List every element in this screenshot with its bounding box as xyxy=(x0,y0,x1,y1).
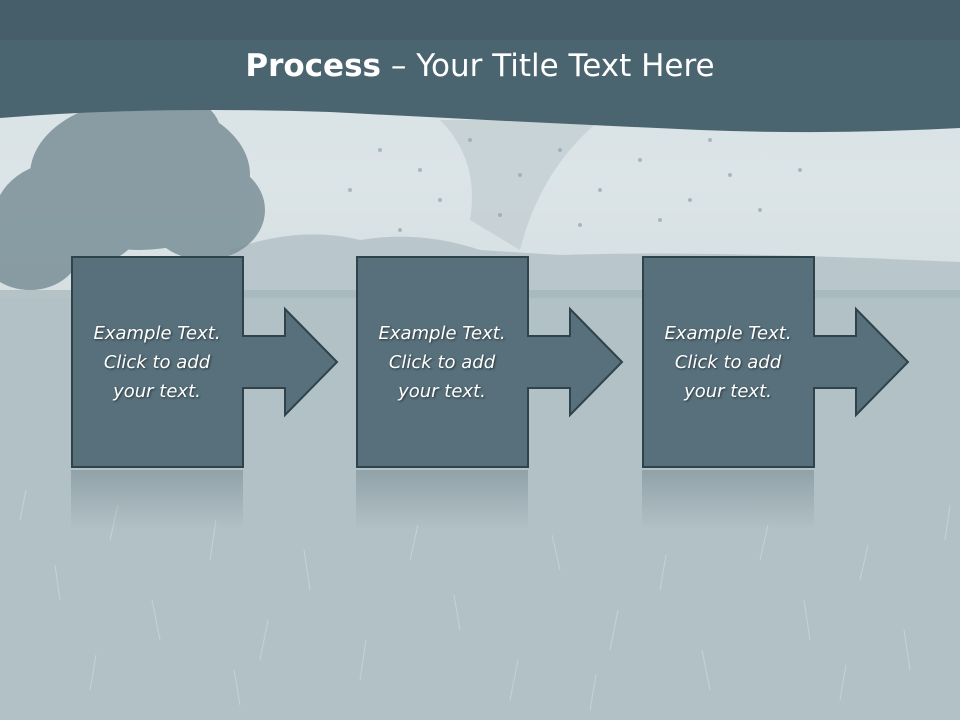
step-text[interactable]: Example Text. Click to add your text. xyxy=(664,322,792,402)
step-reflection xyxy=(71,470,243,530)
process-step-3[interactable]: Example Text. Click to add your text. xyxy=(642,256,910,468)
process-step-1[interactable]: Example Text. Click to add your text. xyxy=(71,256,339,468)
title-rest: – Your Title Text Here xyxy=(381,48,715,84)
right-arrow-icon xyxy=(642,256,910,468)
step-reflection xyxy=(642,470,814,530)
slide-title[interactable]: Process – Your Title Text Here xyxy=(0,48,960,84)
step-text[interactable]: Example Text. Click to add your text. xyxy=(378,322,506,402)
title-bold: Process xyxy=(245,48,381,84)
step-reflection xyxy=(356,470,528,530)
process-step-2[interactable]: Example Text. Click to add your text. xyxy=(356,256,624,468)
right-arrow-icon xyxy=(71,256,339,468)
step-text[interactable]: Example Text. Click to add your text. xyxy=(93,322,221,402)
right-arrow-icon xyxy=(356,256,624,468)
